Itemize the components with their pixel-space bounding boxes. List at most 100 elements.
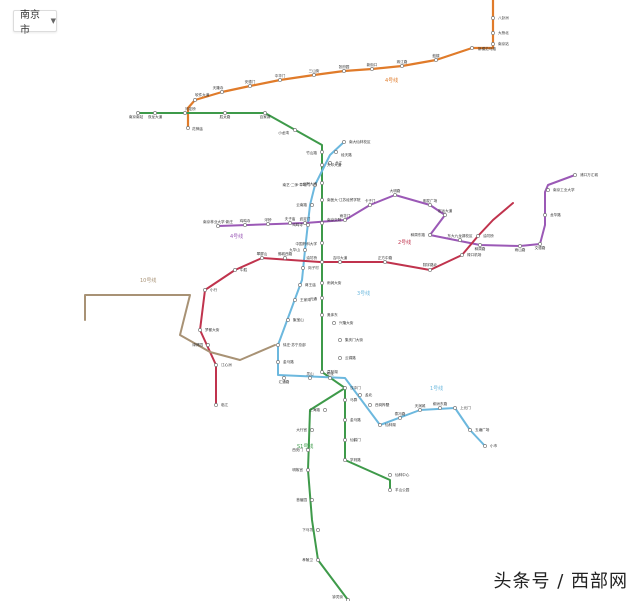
station-node-s79[interactable] bbox=[303, 221, 307, 225]
station-node-s32[interactable] bbox=[338, 338, 342, 342]
station-node-s97[interactable] bbox=[203, 288, 207, 292]
station-node-s75[interactable] bbox=[216, 224, 220, 228]
station-node-s64[interactable] bbox=[308, 376, 312, 380]
station-node-s62[interactable] bbox=[276, 360, 280, 364]
station-node-s99[interactable] bbox=[260, 256, 264, 260]
station-node-s15[interactable] bbox=[136, 111, 140, 115]
station-node-s02[interactable] bbox=[491, 31, 495, 35]
station-node-s41[interactable] bbox=[316, 528, 320, 532]
station-node-s29[interactable] bbox=[320, 296, 324, 300]
station-node-s91[interactable] bbox=[546, 188, 550, 192]
station-node-s03[interactable] bbox=[491, 42, 495, 46]
station-node-s57[interactable] bbox=[301, 266, 305, 270]
station-node-s11[interactable] bbox=[248, 84, 252, 88]
station-node-s21[interactable] bbox=[320, 150, 324, 154]
station-node-s20[interactable] bbox=[293, 128, 297, 132]
station-node-s42[interactable] bbox=[316, 558, 320, 562]
station-node-s72[interactable] bbox=[453, 406, 457, 410]
station-node-s08[interactable] bbox=[342, 69, 346, 73]
station-node-s35[interactable] bbox=[343, 386, 347, 390]
station-node-s47[interactable] bbox=[343, 458, 347, 462]
station-node-s71[interactable] bbox=[438, 406, 442, 410]
station-node-s92[interactable] bbox=[573, 173, 577, 177]
station-node-s67[interactable] bbox=[368, 403, 372, 407]
station-node-s83[interactable] bbox=[428, 203, 432, 207]
station-node-s50[interactable] bbox=[342, 140, 346, 144]
station-node-s73[interactable] bbox=[468, 428, 472, 432]
station-node-s100[interactable] bbox=[283, 256, 287, 260]
station-node-s05[interactable] bbox=[434, 58, 438, 62]
station-node-s56[interactable] bbox=[303, 248, 307, 252]
station-node-s77[interactable] bbox=[266, 222, 270, 226]
station-node-s01[interactable] bbox=[491, 16, 495, 20]
station-node-s10[interactable] bbox=[278, 78, 282, 82]
station-node-s18[interactable] bbox=[223, 111, 227, 115]
station-node-s88[interactable] bbox=[518, 244, 522, 248]
station-node-s84[interactable] bbox=[443, 213, 447, 217]
station-node-s80[interactable] bbox=[343, 218, 347, 222]
station-node-s102[interactable] bbox=[383, 260, 387, 264]
station-node-s26[interactable] bbox=[320, 241, 324, 245]
station-node-s90[interactable] bbox=[543, 213, 547, 217]
station-node-s85[interactable] bbox=[428, 233, 432, 237]
station-node-s101[interactable] bbox=[338, 260, 342, 264]
station-node-s69[interactable] bbox=[398, 416, 402, 420]
station-node-s53[interactable] bbox=[313, 183, 317, 187]
station-node-s40[interactable] bbox=[310, 498, 314, 502]
station-node-s66[interactable] bbox=[358, 393, 362, 397]
station-node-s81[interactable] bbox=[368, 203, 372, 207]
station-node-s55[interactable] bbox=[306, 223, 310, 227]
station-node-s30[interactable] bbox=[320, 313, 324, 317]
station-node-s86[interactable] bbox=[458, 238, 462, 242]
station-node-s95[interactable] bbox=[206, 343, 210, 347]
station-node-s63[interactable] bbox=[282, 376, 286, 380]
station-node-s54[interactable] bbox=[310, 203, 314, 207]
station-node-s76[interactable] bbox=[243, 223, 247, 227]
station-node-s104[interactable] bbox=[460, 253, 464, 257]
station-node-s103[interactable] bbox=[428, 268, 432, 272]
station-node-s23[interactable] bbox=[320, 181, 324, 185]
station-node-s105[interactable] bbox=[476, 234, 480, 238]
station-node-s07[interactable] bbox=[370, 67, 374, 71]
station-node-s25[interactable] bbox=[320, 221, 324, 225]
station-node-s59[interactable] bbox=[293, 298, 297, 302]
station-node-s04[interactable] bbox=[470, 46, 474, 50]
station-node-s19[interactable] bbox=[263, 111, 267, 115]
station-node-s46[interactable] bbox=[343, 438, 347, 442]
station-node-s78[interactable] bbox=[288, 221, 292, 225]
station-node-s27[interactable] bbox=[320, 260, 324, 264]
station-node-s44[interactable] bbox=[343, 398, 347, 402]
station-node-s60[interactable] bbox=[286, 318, 290, 322]
station-node-s98[interactable] bbox=[233, 268, 237, 272]
station-node-s12[interactable] bbox=[220, 90, 224, 94]
station-node-s43[interactable] bbox=[346, 598, 350, 601]
station-node-s68[interactable] bbox=[378, 423, 382, 427]
station-node-s48[interactable] bbox=[388, 473, 392, 477]
station-node-s14[interactable] bbox=[186, 126, 190, 130]
station-node-s87[interactable] bbox=[478, 243, 482, 247]
station-node-s39[interactable] bbox=[306, 468, 310, 472]
station-node-s93[interactable] bbox=[214, 403, 218, 407]
station-node-s22[interactable] bbox=[320, 163, 324, 167]
station-node-s65[interactable] bbox=[328, 376, 332, 380]
station-node-s06[interactable] bbox=[400, 64, 404, 68]
station-node-s13[interactable] bbox=[193, 98, 197, 102]
station-node-s61[interactable] bbox=[276, 343, 280, 347]
station-node-s28[interactable] bbox=[320, 281, 324, 285]
station-node-s58[interactable] bbox=[298, 283, 302, 287]
station-node-s33[interactable] bbox=[338, 356, 342, 360]
station-node-s09[interactable] bbox=[312, 73, 316, 77]
station-node-s96[interactable] bbox=[198, 328, 202, 332]
city-select[interactable]: 南京市 ▼ bbox=[13, 10, 57, 36]
station-node-s34[interactable] bbox=[320, 370, 324, 374]
station-node-s37[interactable] bbox=[310, 428, 314, 432]
station-node-s45[interactable] bbox=[343, 418, 347, 422]
station-node-s52[interactable] bbox=[328, 161, 332, 165]
station-node-s38[interactable] bbox=[306, 448, 310, 452]
station-node-s17[interactable] bbox=[183, 111, 187, 115]
station-node-s94[interactable] bbox=[214, 363, 218, 367]
station-node-s24[interactable] bbox=[320, 198, 324, 202]
station-node-s31[interactable] bbox=[332, 321, 336, 325]
station-node-s49[interactable] bbox=[388, 488, 392, 492]
station-node-s36[interactable] bbox=[323, 408, 327, 412]
